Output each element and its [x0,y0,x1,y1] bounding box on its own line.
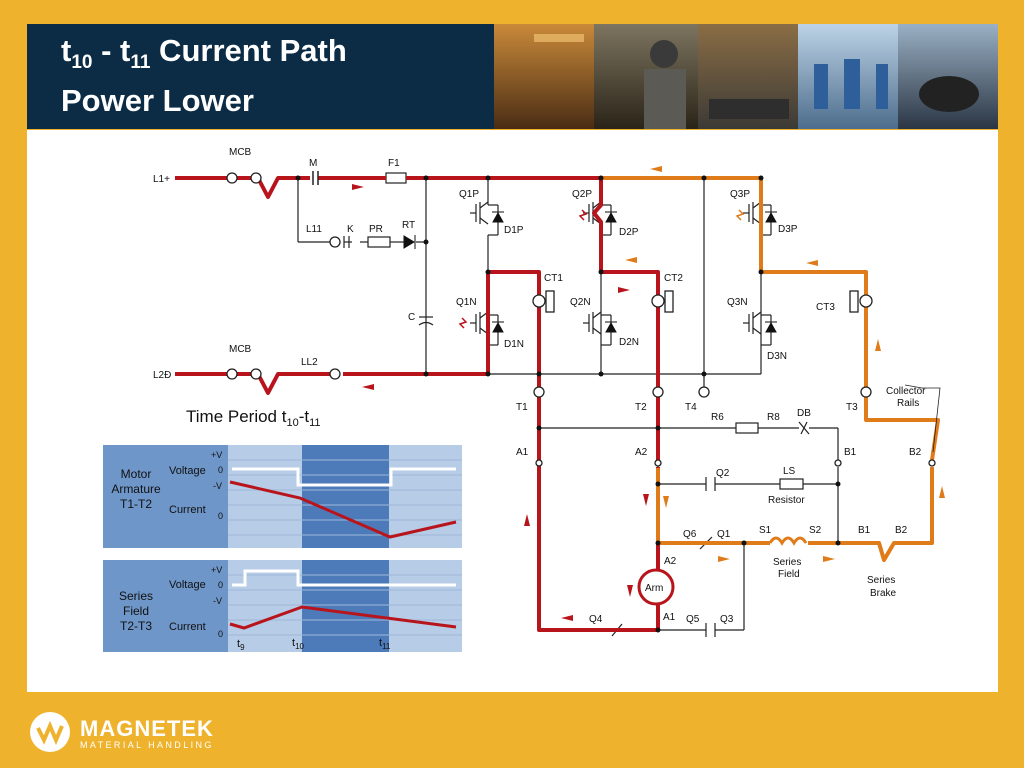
d2n-label: D2N [619,337,639,348]
ct3-label: CT3 [816,302,835,313]
resistor-label: Resistor [768,495,805,506]
circuit-diagram: MCB M F1 L1+ Q1P Q2P Q3P D1P D2P D3P L11… [103,147,945,652]
wf1-tick-zero-current: 0 [218,511,223,521]
l1-label: L1+ [153,174,170,185]
mcb-bottom-label: MCB [229,344,252,355]
wf1-current-label: Current [169,504,206,516]
s2-label: S2 [809,525,822,536]
d1n-label: D1N [504,339,524,350]
time-period-label: Time Period t10-t11 [186,407,321,429]
wf1-title-3: T1-T2 [120,497,152,511]
q1-label: Q1 [717,529,731,540]
b2-label: B2 [895,525,908,536]
t3-label: T3 [846,402,858,413]
q1p-label: Q1P [459,189,479,200]
c-label: C [408,312,415,323]
t9-label: t9 [237,638,245,652]
series-brake-label-2: Brake [870,588,897,599]
q4-label: Q4 [589,614,603,625]
m-label: M [309,158,317,169]
title-banner: t10 - t11 Current Path Power Lower [27,24,998,129]
d2p-label: D2P [619,227,639,238]
l11-label: L11 [306,224,322,235]
collector-label: Collector [886,386,926,397]
wf1-tick-zero: 0 [218,465,223,475]
wf2-tick-zero-current: 0 [218,629,223,639]
q6-label: Q6 [683,529,697,540]
l2-label: L2Ð [153,370,171,381]
t11-label: t11 [379,637,391,651]
ll2-label: LL2 [301,357,318,368]
brand-subtitle: MATERIAL HANDLING [80,740,214,750]
arm-label: Arm [645,583,663,594]
wf2-current-label: Current [169,621,206,633]
rt-label: RT [402,220,415,231]
wf1-tick-minus-v: -V [213,481,222,491]
content-area: MCB M F1 L1+ Q1P Q2P Q3P D1P D2P D3P L11… [27,130,998,692]
d3p-label: D3P [778,224,798,235]
magnetek-logo-icon [30,712,70,752]
wf1-voltage-label: Voltage [169,465,206,477]
title-line-1: t10 - t11 Current Path [61,33,347,74]
wf1-tick-plus-v: +V [211,450,222,460]
ct1-label: CT1 [544,273,563,284]
mcb-top-label: MCB [229,147,252,158]
wf2-tick-minus-v: -V [213,596,222,606]
series-field-waveform-panel: Series Field T2-T3 Voltage Current +V 0 … [103,560,462,652]
wf2-voltage-label: Voltage [169,579,206,591]
q5-label: Q5 [686,614,700,625]
b2-top-label: B2 [909,447,922,458]
q2n-label: Q2N [570,297,591,308]
wf2-tick-zero: 0 [218,580,223,590]
f1-label: F1 [388,158,400,169]
q3-label: Q3 [720,614,734,625]
b1-label: B1 [858,525,871,536]
photo-strip [494,24,998,129]
wf2-title-1: Series [119,589,153,603]
wf1-title-2: Armature [111,482,161,496]
s1-label: S1 [759,525,772,536]
a2-label: A2 [664,556,677,567]
r8-label: R8 [767,412,780,423]
d3n-label: D3N [767,351,787,362]
t4-label: T4 [685,402,697,413]
k-label: K [347,224,354,235]
armature-waveform-panel: Motor Armature T1-T2 Voltage Current +V … [103,445,462,548]
series-field-label-1: Series [773,557,801,568]
r6-label: R6 [711,412,724,423]
wf2-title-2: Field [123,604,149,618]
wf1-title-1: Motor [121,467,152,481]
slide-title: t10 - t11 Current Path Power Lower [61,32,347,120]
q3p-label: Q3P [730,189,750,200]
q1n-label: Q1N [456,297,477,308]
q3n-label: Q3N [727,297,748,308]
q2-label: Q2 [716,468,730,479]
d1p-label: D1P [504,225,524,236]
wf2-tick-plus-v: +V [211,565,222,575]
pr-label: PR [369,224,383,235]
t1-label: T1 [516,402,528,413]
wf2-title-3: T2-T3 [120,619,152,633]
a1-top-label: A1 [516,447,529,458]
armature-motor [637,568,675,606]
a2-top-label: A2 [635,447,648,458]
title-line-2: Power Lower [61,83,254,119]
series-brake-label-1: Series [867,575,895,586]
a1-label: A1 [663,612,676,623]
q2p-label: Q2P [572,189,592,200]
ls-label: LS [783,466,796,477]
brand-name: MAGNETEK [80,716,214,741]
db-label: DB [797,408,811,419]
rails-label: Rails [897,398,919,409]
t2-label: T2 [635,402,647,413]
ct2-label: CT2 [664,273,683,284]
t10-label: t10 [292,637,305,651]
series-field-label-2: Field [778,569,800,580]
b1-top-label: B1 [844,447,857,458]
